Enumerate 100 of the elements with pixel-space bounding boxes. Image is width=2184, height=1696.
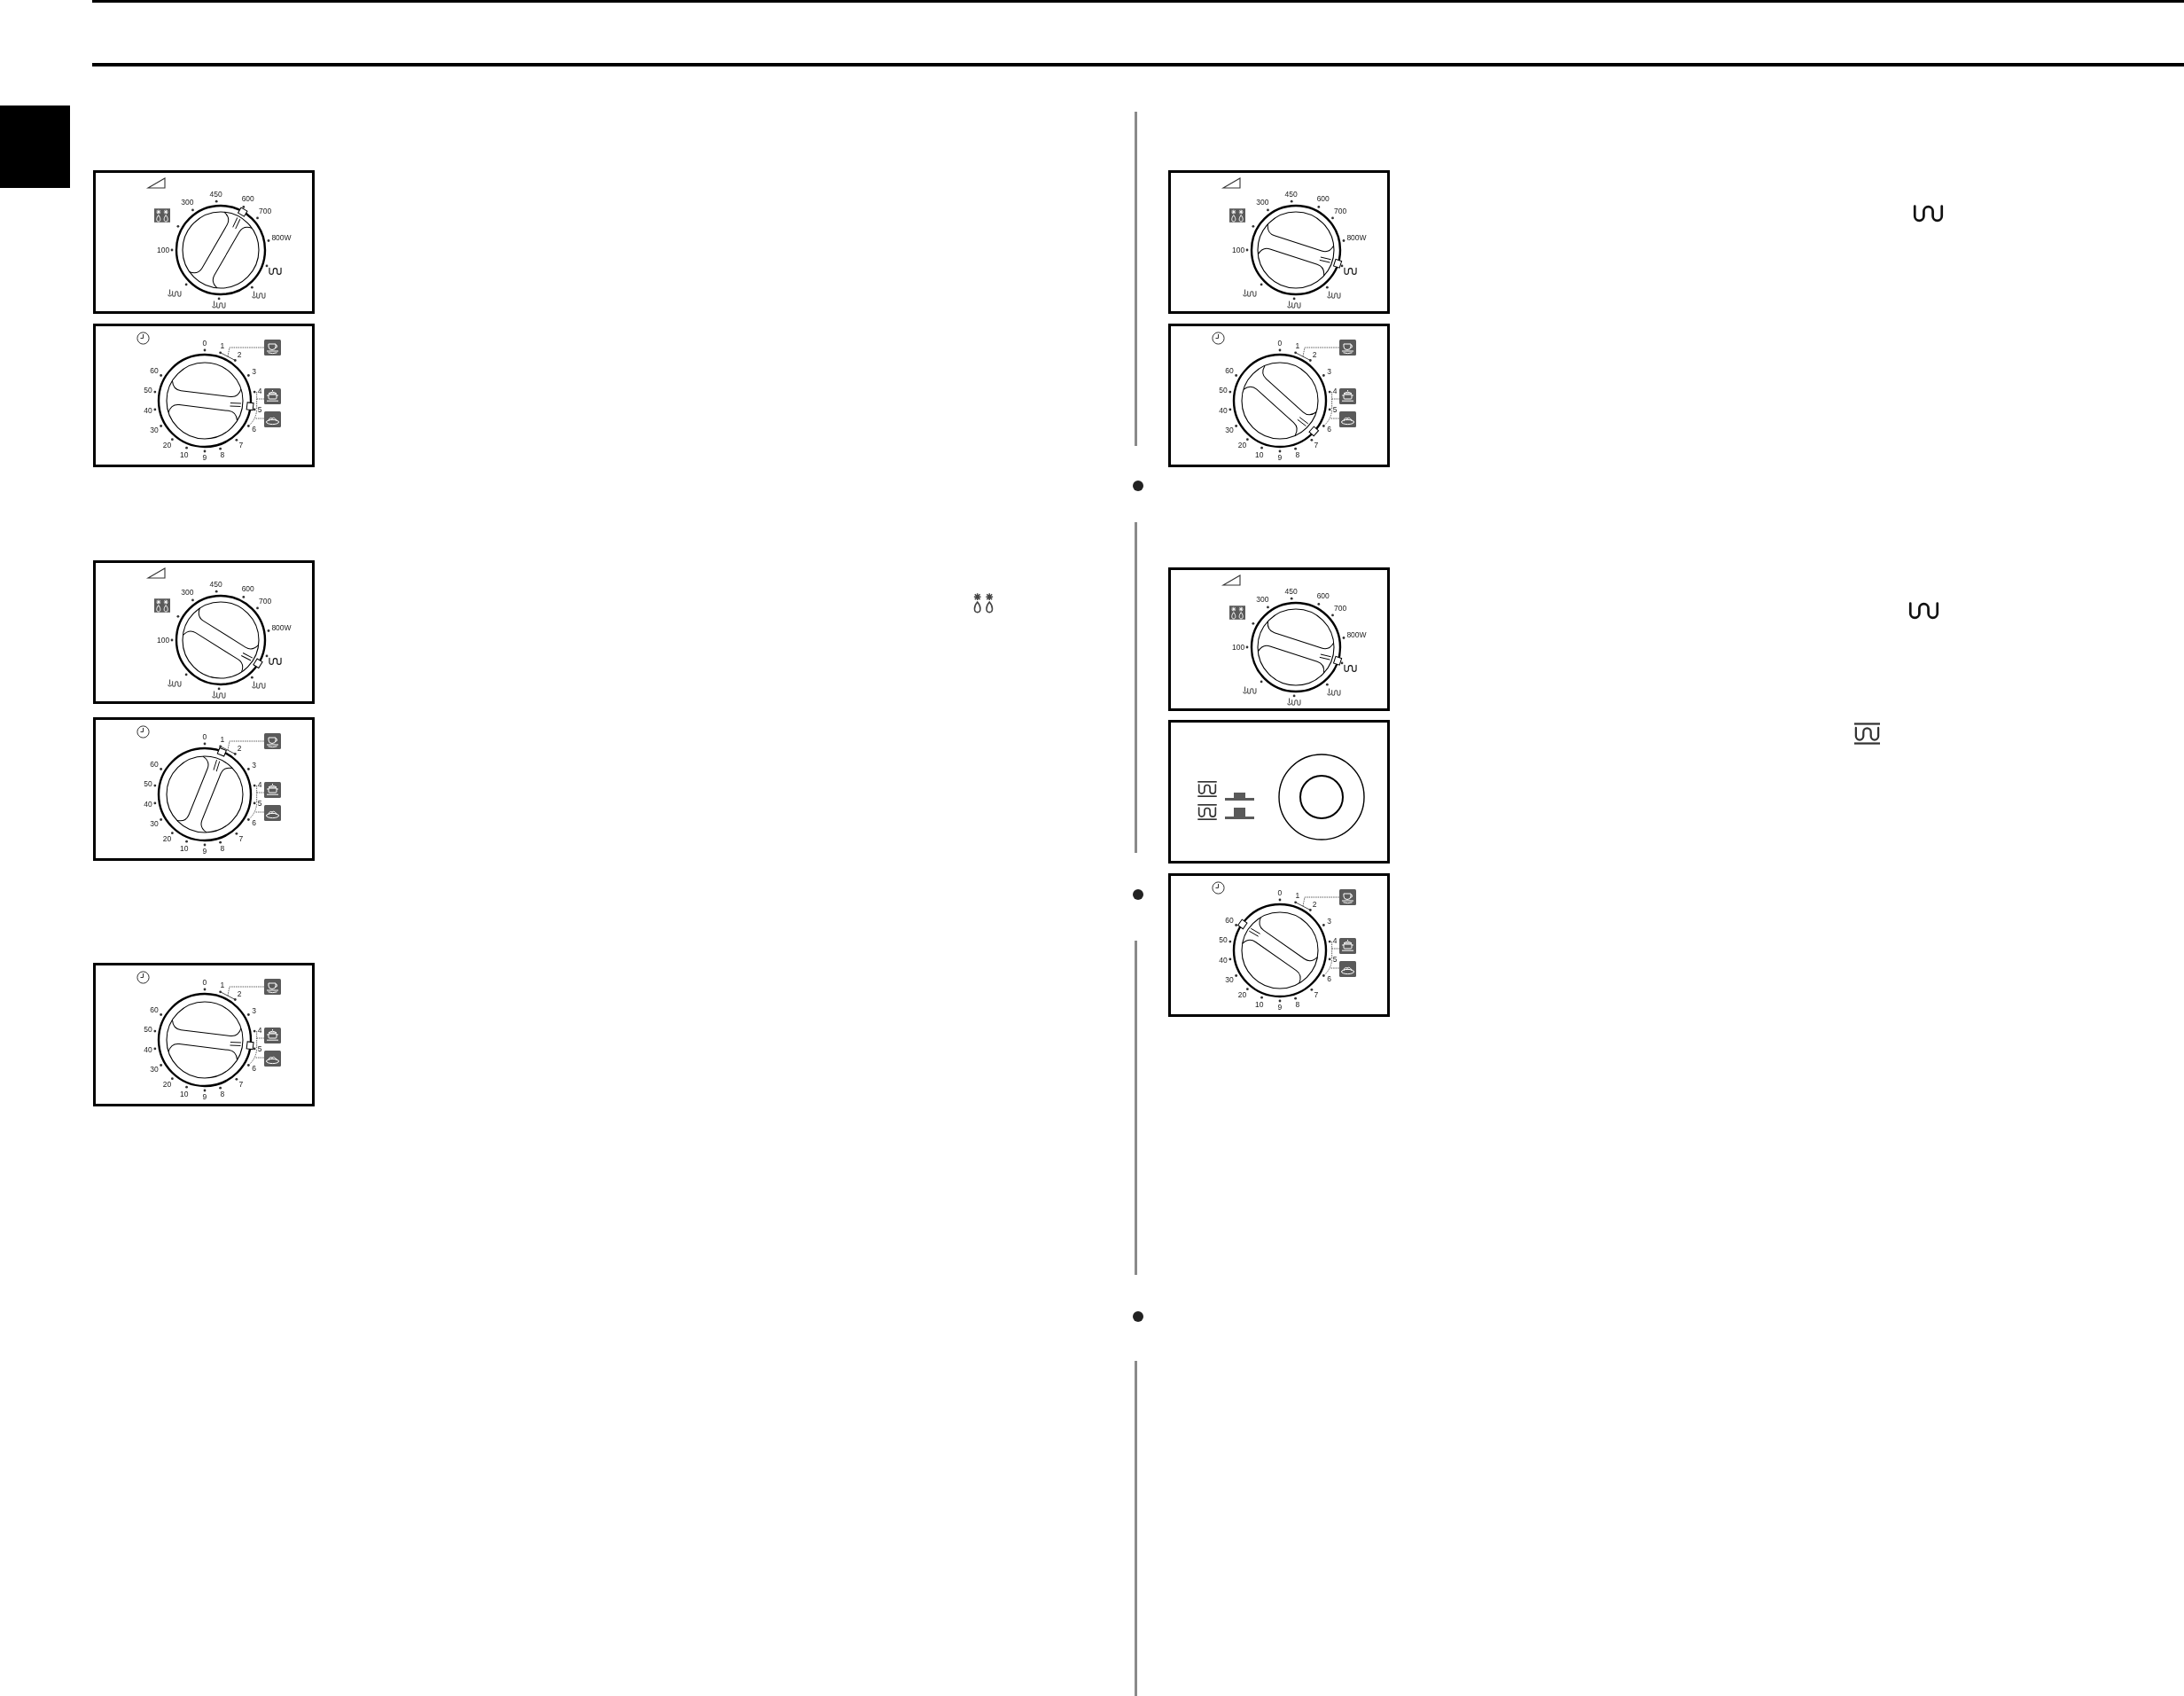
dial-number: 1 bbox=[220, 341, 225, 350]
dial-number: 10 bbox=[1254, 450, 1264, 459]
dial-number: 1 bbox=[1295, 891, 1300, 900]
dial-number: 300 bbox=[1256, 198, 1269, 207]
dial-number: 5 bbox=[1332, 956, 1338, 965]
dial-number: 60 bbox=[150, 1006, 159, 1015]
dial-number: 50 bbox=[1219, 936, 1228, 945]
dial-number: 4 bbox=[257, 387, 262, 395]
dial-number: 800W bbox=[271, 234, 292, 243]
dial-number: 5 bbox=[257, 800, 262, 809]
dial-number: 3 bbox=[1327, 918, 1331, 926]
power-dial-panel bbox=[93, 560, 315, 704]
dial-number: 50 bbox=[144, 387, 152, 395]
dial-number: 60 bbox=[1225, 367, 1234, 376]
dial-number: 600 bbox=[241, 194, 254, 203]
dial-number: 100 bbox=[1232, 643, 1245, 652]
dial-number: 800W bbox=[271, 624, 292, 633]
dial-number: 9 bbox=[202, 454, 207, 462]
dial-number: 7 bbox=[238, 442, 244, 450]
dial-number: 100 bbox=[1232, 246, 1245, 254]
dial-number: 9 bbox=[1277, 1004, 1283, 1012]
dial-number: 0 bbox=[202, 340, 207, 348]
power-dial-panel bbox=[93, 170, 315, 314]
dial-number: 30 bbox=[150, 819, 159, 828]
dial-number: 20 bbox=[162, 835, 172, 844]
dial-number: 20 bbox=[1237, 442, 1247, 450]
timer-dial-panel bbox=[93, 717, 315, 861]
dial-number: 0 bbox=[1277, 340, 1283, 348]
dial-number: 10 bbox=[179, 450, 189, 459]
dial-number: 600 bbox=[241, 584, 254, 593]
dial-number: 9 bbox=[1277, 454, 1283, 462]
dial-number: 40 bbox=[144, 406, 152, 415]
dial-number: 0 bbox=[1277, 889, 1283, 897]
dial-number: 5 bbox=[257, 1045, 262, 1054]
dial-number: 2 bbox=[1312, 350, 1317, 359]
dial-number: 300 bbox=[1256, 595, 1269, 604]
dial-number: 0 bbox=[202, 979, 207, 987]
dial-number: 50 bbox=[1219, 387, 1228, 395]
dial-number: 3 bbox=[252, 762, 256, 770]
timer-dial-panel bbox=[93, 963, 315, 1106]
dial-number: 4 bbox=[257, 780, 262, 789]
timer-dial-panel bbox=[93, 324, 315, 467]
dial-number: 60 bbox=[150, 761, 159, 770]
dial-number: 8 bbox=[220, 1090, 225, 1099]
dial-number: 8 bbox=[1295, 451, 1300, 460]
dial-number: 9 bbox=[202, 1093, 207, 1101]
dial-number: 3 bbox=[252, 1007, 256, 1016]
dial-number: 30 bbox=[1225, 975, 1234, 984]
dial-number: 4 bbox=[257, 1026, 262, 1035]
dial-number: 6 bbox=[252, 1064, 256, 1073]
timer-dial-panel bbox=[1168, 324, 1390, 467]
power-dial-panel bbox=[1168, 170, 1390, 314]
dial-number: 20 bbox=[162, 442, 172, 450]
dial-number: 700 bbox=[259, 207, 272, 216]
dial-number: 5 bbox=[257, 406, 262, 415]
dial-number: 7 bbox=[1314, 442, 1319, 450]
dial-number: 6 bbox=[1327, 974, 1331, 983]
dial-number: 8 bbox=[220, 451, 225, 460]
dial-number: 2 bbox=[1312, 900, 1317, 909]
dial-number: 450 bbox=[1284, 190, 1298, 199]
dial-number: 1 bbox=[1295, 341, 1300, 350]
dial-number: 60 bbox=[1225, 917, 1234, 926]
dial-number: 8 bbox=[220, 845, 225, 854]
dial-number: 100 bbox=[157, 636, 170, 645]
dial-number: 7 bbox=[1314, 991, 1319, 1000]
dial-number: 10 bbox=[179, 1090, 189, 1098]
dial-number: 2 bbox=[237, 989, 242, 998]
dial-number: 4 bbox=[1332, 387, 1338, 395]
dial-number: 800W bbox=[1346, 631, 1367, 640]
dial-number: 50 bbox=[144, 1026, 152, 1035]
dial-number: 100 bbox=[157, 246, 170, 254]
power-dial-panel bbox=[1168, 567, 1390, 711]
dial-number: 2 bbox=[237, 350, 242, 359]
grill-switch-panel bbox=[1168, 720, 1390, 864]
dial-number: 0 bbox=[202, 733, 207, 741]
dial-number: 40 bbox=[144, 800, 152, 809]
dial-number: 9 bbox=[202, 848, 207, 856]
dial-number: 600 bbox=[1316, 194, 1330, 203]
dial-number: 700 bbox=[1334, 605, 1347, 614]
dial-number: 3 bbox=[1327, 368, 1331, 377]
dial-number: 6 bbox=[252, 818, 256, 827]
dial-number: 600 bbox=[1316, 591, 1330, 600]
dial-number: 3 bbox=[252, 368, 256, 377]
dial-number: 450 bbox=[209, 580, 222, 589]
dial-number: 7 bbox=[238, 1081, 244, 1090]
dial-number: 300 bbox=[181, 198, 194, 207]
dial-number: 6 bbox=[1327, 425, 1331, 434]
dial-number: 300 bbox=[181, 588, 194, 597]
dial-number: 700 bbox=[1334, 207, 1347, 216]
dial-number: 700 bbox=[259, 598, 272, 606]
dial-number: 2 bbox=[237, 744, 242, 753]
dial-number: 7 bbox=[238, 835, 244, 844]
dial-number: 40 bbox=[144, 1045, 152, 1054]
timer-dial-panel bbox=[1168, 873, 1390, 1017]
dial-number: 40 bbox=[1219, 956, 1228, 965]
dial-number: 20 bbox=[162, 1081, 172, 1090]
dial-number: 20 bbox=[1237, 991, 1247, 1000]
dial-number: 30 bbox=[150, 1065, 159, 1074]
dial-number: 800W bbox=[1346, 234, 1367, 243]
dial-number: 30 bbox=[1225, 426, 1234, 434]
